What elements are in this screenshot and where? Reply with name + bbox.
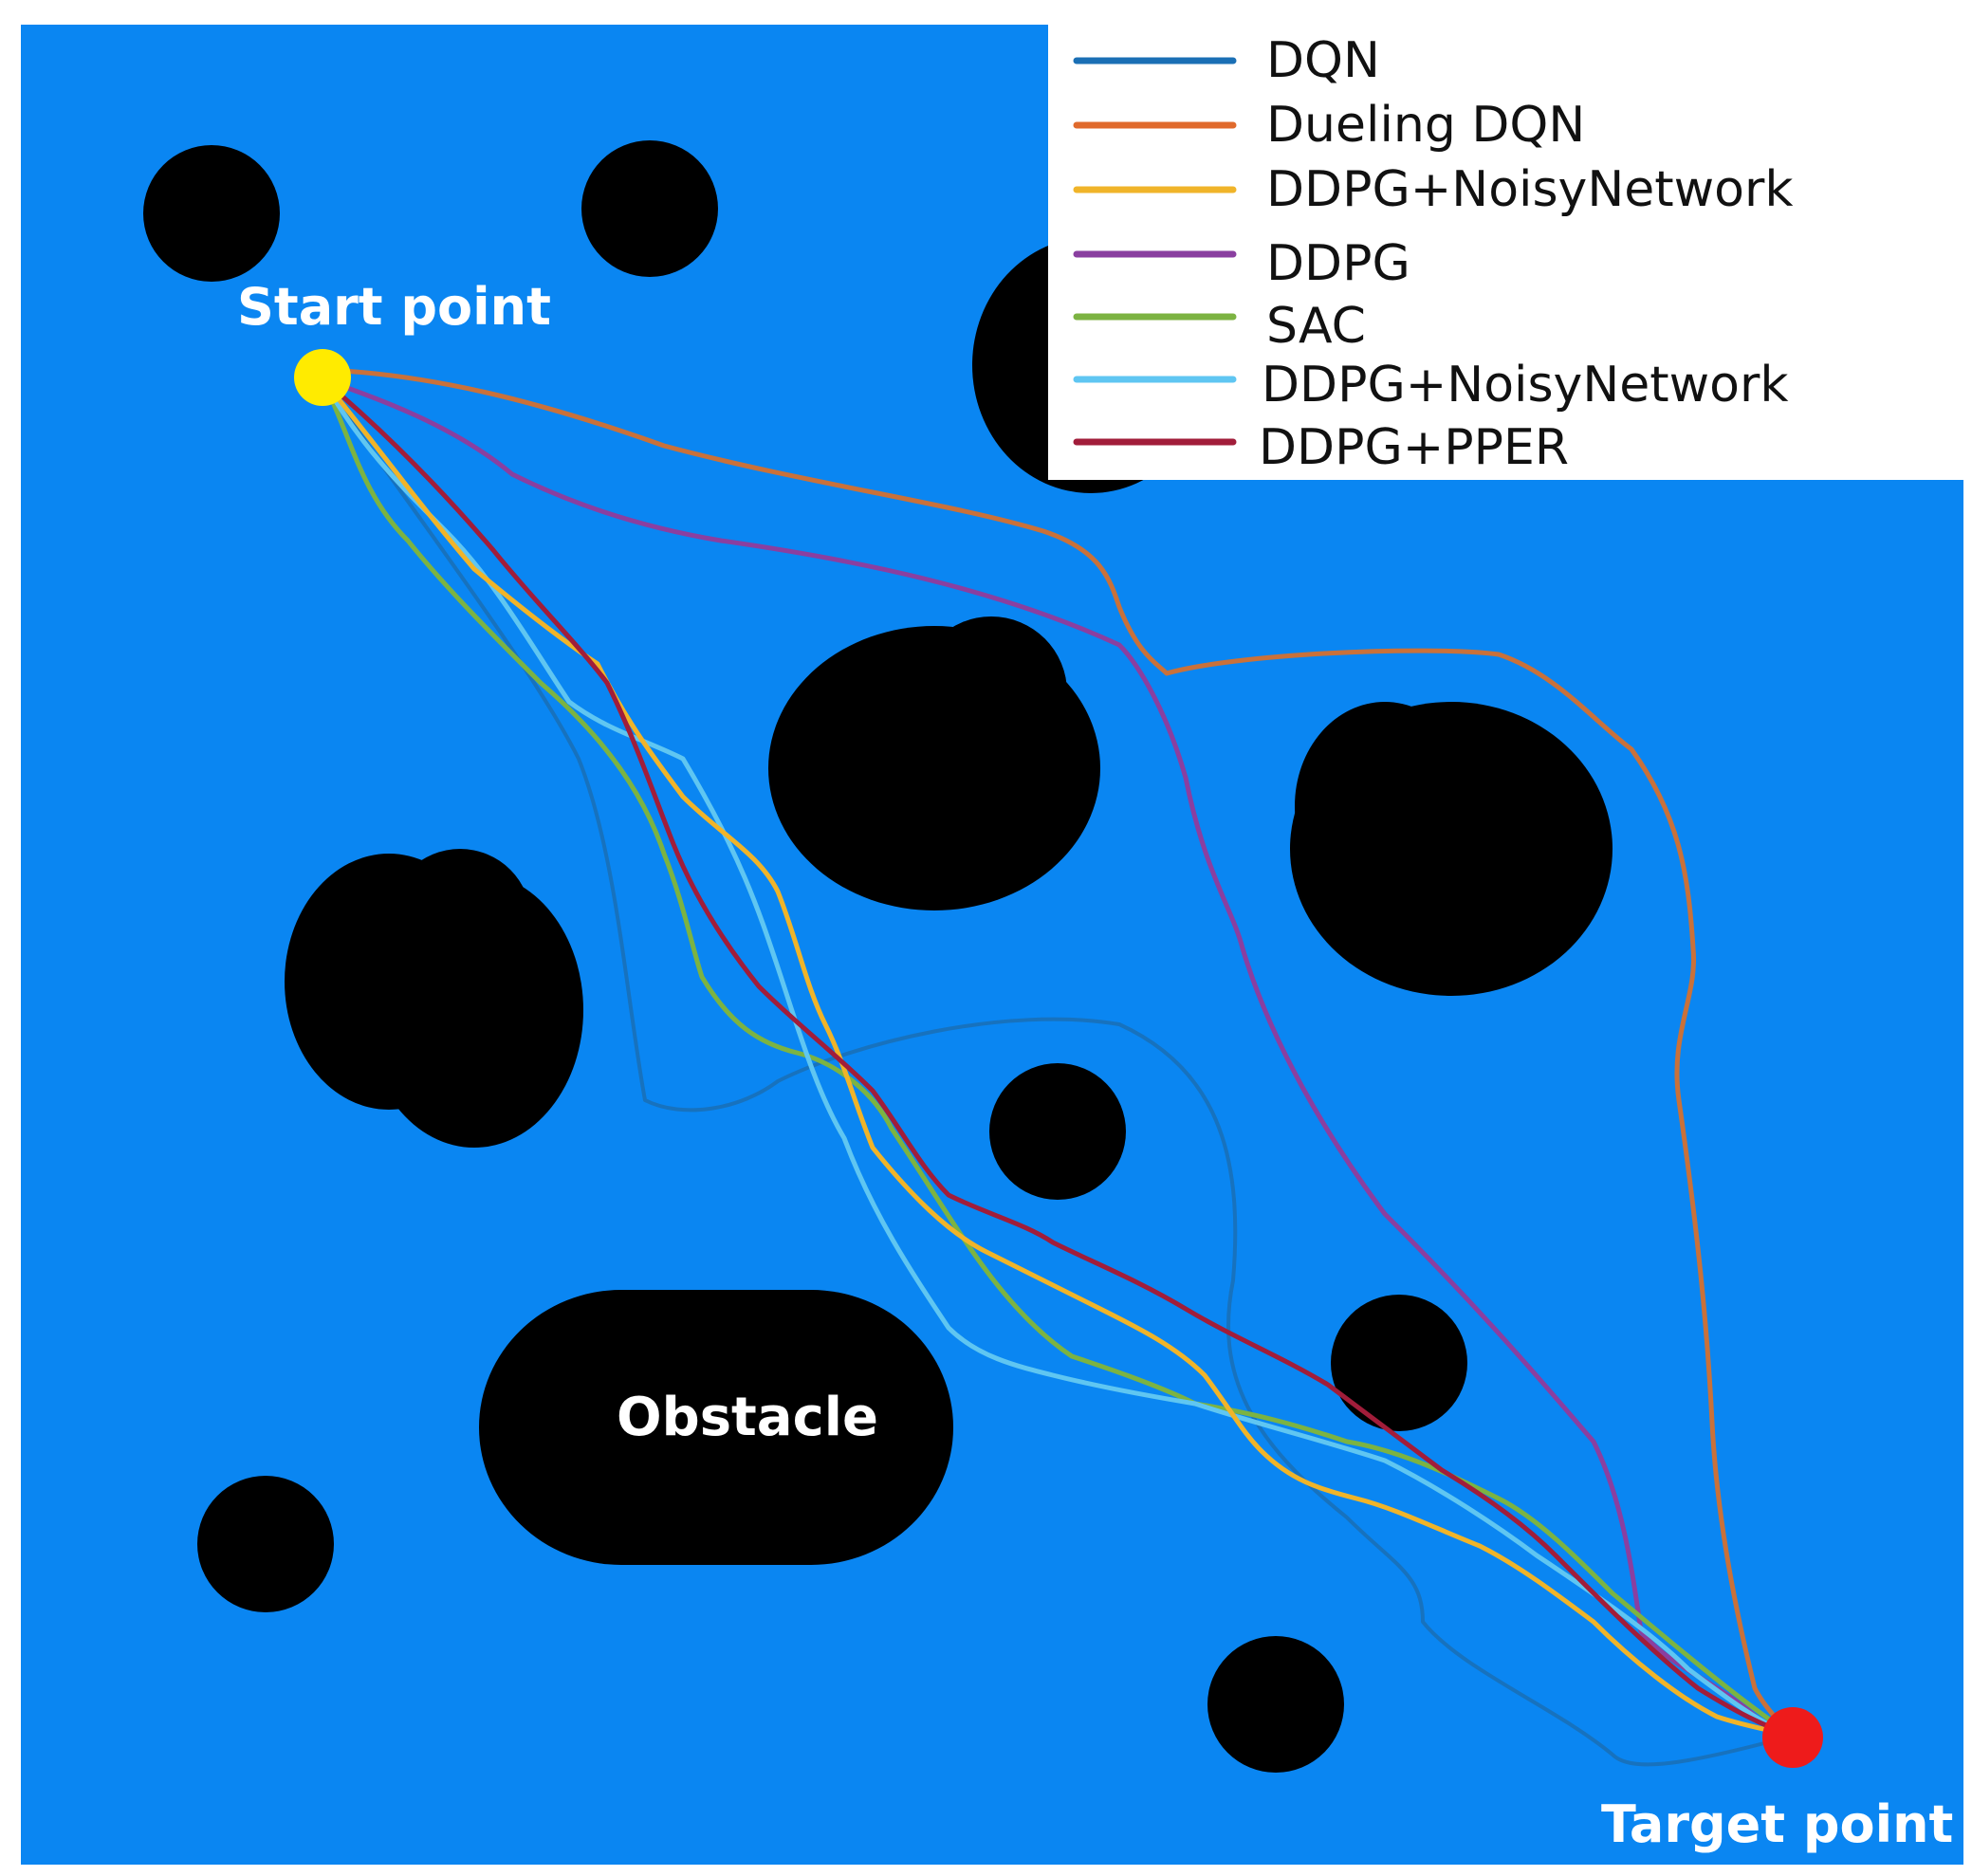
legend-item: DDPG+NoisyNetwork (1073, 161, 1793, 218)
legend-item: Dueling DQN (1073, 97, 1585, 154)
legend-item: DDPG+PPER (1073, 419, 1569, 476)
obstacle (915, 616, 1067, 768)
obstacle (1207, 1636, 1344, 1773)
legend-label-ddpg: DDPG (1266, 235, 1410, 292)
target-point-label: Target point (1601, 1794, 1953, 1854)
obstacle (1331, 1295, 1467, 1431)
trajectory-ddpg-noisynetwork-b (320, 377, 1796, 1738)
trajectories (320, 367, 1796, 1767)
legend-item: SAC (1073, 298, 1366, 355)
obstacles (143, 140, 1613, 1773)
legend-label-sac: SAC (1266, 298, 1366, 355)
obstacle (197, 1476, 334, 1612)
legend-label-ddpg-pper: DDPG+PPER (1259, 419, 1569, 476)
legend-item: DDPG+NoisyNetwork (1073, 357, 1788, 414)
legend-label-dueling-dqn: Dueling DQN (1266, 97, 1585, 154)
obstacle (1295, 702, 1475, 910)
trajectory-dqn (321, 377, 1795, 1767)
obstacle (143, 145, 280, 282)
legend-label-dqn: DQN (1266, 32, 1380, 89)
start-point-label: Start point (237, 277, 551, 337)
legend-label-ddpg-noisynetwork-a: DDPG+NoisyNetwork (1266, 161, 1793, 218)
obstacle (479, 1290, 953, 1565)
obstacle (989, 1063, 1126, 1200)
trajectory-dueling-dqn (324, 367, 1796, 1738)
obstacle (389, 849, 531, 991)
legend-item: DQN (1073, 32, 1380, 89)
trajectory-ddpg (320, 377, 1777, 1738)
target-point-marker (1762, 1707, 1823, 1768)
start-point-marker (294, 349, 351, 406)
legend-item: DDPG (1073, 235, 1410, 292)
legend-label-ddpg-noisynetwork-b: DDPG+NoisyNetwork (1262, 357, 1788, 414)
trajectory-sac (320, 377, 1796, 1738)
obstacle-label: Obstacle (617, 1387, 878, 1448)
trajectory-ddpg-pper (320, 377, 1796, 1738)
obstacle (581, 140, 718, 277)
legend: DQN Dueling DQN DDPG+NoisyNetwork DDPG S… (1048, 25, 1963, 480)
